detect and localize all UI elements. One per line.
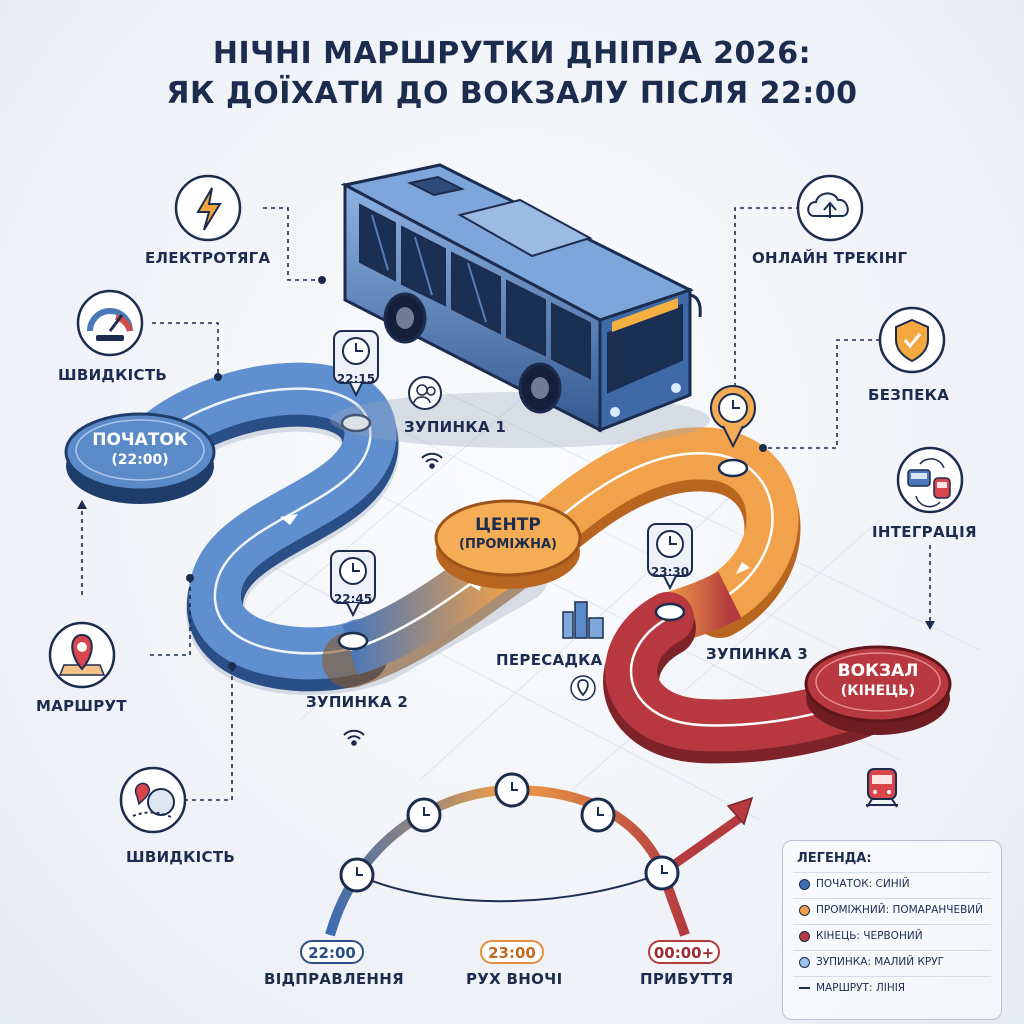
speedometer-icon [119, 766, 187, 834]
node-start-name: ПОЧАТОК [92, 430, 188, 450]
train-icon [866, 768, 898, 808]
timeline-arrival-label: ПРИБУТТЯ [640, 970, 734, 988]
feature-speed-bottom-label: ШВИДКІСТЬ [126, 848, 236, 866]
bus-illustration [330, 163, 710, 448]
users-icon [408, 376, 442, 410]
legend-swatch-line [799, 987, 810, 989]
legend-item-label: ПОЧАТОК: СИНІЙ [816, 878, 910, 890]
direction-arrow [736, 562, 750, 574]
direction-arrow [280, 514, 298, 525]
map-pin-icon [570, 675, 596, 701]
time-label-2: 22:45 [333, 592, 373, 606]
legend-item-label: ЗУПИНКА: МАЛИЙ КРУГ [816, 956, 945, 968]
node-start-sub: (22:00) [111, 452, 169, 468]
stop-2-label: ЗУПИНКА 2 [306, 693, 409, 711]
clock-pin-icon [647, 523, 693, 591]
node-end-name: ВОКЗАЛ [837, 661, 919, 681]
feature-integration-label: ІНТЕГРАЦІЯ [872, 523, 977, 541]
legend-item-start: ПОЧАТОК: СИНІЙ [793, 872, 991, 895]
speedometer-icon [76, 289, 144, 357]
node-end-disc [804, 645, 952, 735]
stop-marker-3 [717, 458, 749, 478]
wifi-icon [343, 729, 365, 746]
clock-pin-icon [710, 385, 756, 449]
legend-swatch-light-blue [799, 956, 810, 968]
timeline-departure-time: 22:00 [300, 940, 364, 964]
stop-3-label: ЗУПИНКА 3 [706, 645, 809, 663]
timeline [325, 772, 754, 937]
legend-swatch-red [799, 930, 810, 942]
node-start-label: ПОЧАТОК (22:00) [76, 430, 204, 470]
transfer-label: ПЕРЕСАДКА [496, 651, 603, 669]
timeline-arrival-time: 00:00+ [648, 940, 720, 964]
clock-icon [494, 772, 530, 808]
legend-item-end: КІНЕЦЬ: ЧЕРВОНИЙ [793, 924, 991, 947]
node-center-disc [434, 499, 582, 589]
clock-icon [580, 797, 616, 833]
clock-icon [644, 855, 680, 891]
legend: ЛЕГЕНДА: ПОЧАТОК: СИНІЙ ПРОМІЖНИЙ: ПОМАР… [782, 840, 1002, 1020]
clock-icon [406, 797, 442, 833]
legend-swatch-orange [799, 904, 810, 916]
legend-title: ЛЕГЕНДА: [797, 851, 872, 866]
title-line-2: ЯК ДОЇХАТИ ДО ВОКЗАЛУ ПІСЛЯ 22:00 [166, 76, 858, 111]
feature-route-label: МАРШРУТ [36, 697, 127, 715]
time-label-3: 23:30 [650, 565, 690, 579]
legend-swatch-blue [799, 878, 810, 890]
node-end-sub: (КІНЕЦЬ) [840, 683, 916, 699]
legend-item-stop: ЗУПИНКА: МАЛИЙ КРУГ [793, 950, 991, 973]
timeline-departure-label: ВІДПРАВЛЕННЯ [264, 970, 404, 988]
stop-1-label: ЗУПИНКА 1 [404, 418, 507, 436]
city-buildings-icon [562, 601, 604, 639]
stop-marker-4 [654, 602, 686, 622]
connector-endpoints [77, 276, 935, 670]
time-label-1: 22:15 [336, 372, 376, 386]
cloud-upload-icon [796, 174, 864, 242]
legend-item-label: МАРШРУТ: ЛІНІЯ [816, 982, 906, 994]
title-line-1: НІЧНІ МАРШРУТКИ ДНІПРА 2026: [212, 36, 812, 71]
legend-item-label: ПРОМІЖНИЙ: ПОМАРАНЧЕВИЙ [816, 904, 983, 916]
map-pin-icon [48, 621, 116, 689]
node-end-label: ВОКЗАЛ (КІНЕЦЬ) [814, 661, 942, 701]
bus-train-icon [896, 446, 964, 514]
page-title: НІЧНІ МАРШРУТКИ ДНІПРА 2026: ЯК ДОЇХАТИ … [0, 34, 1024, 114]
clock-pin-icon [330, 550, 376, 618]
node-center-sub: (ПРОМІЖНА) [459, 537, 557, 552]
connectors [81, 207, 931, 801]
legend-item-route: МАРШРУТ: ЛІНІЯ [793, 976, 991, 999]
timeline-night-time: 23:00 [480, 940, 544, 964]
node-start-disc [64, 412, 216, 504]
legend-item-label: КІНЕЦЬ: ЧЕРВОНИЙ [816, 930, 923, 942]
clock-pin-icon [333, 330, 379, 398]
clock-icon [339, 857, 375, 893]
node-center-name: ЦЕНТР [475, 515, 541, 535]
legend-item-intermediate: ПРОМІЖНИЙ: ПОМАРАНЧЕВИЙ [793, 898, 991, 921]
node-center-label: ЦЕНТР (ПРОМІЖНА) [444, 515, 572, 555]
stop-marker-2 [337, 631, 369, 651]
shield-check-icon [878, 306, 946, 374]
stop-marker-1 [340, 413, 372, 433]
feature-tracking-label: ОНЛАЙН ТРЕКІНГ [752, 249, 908, 267]
feature-electric-label: ЕЛЕКТРОТЯГА [145, 249, 271, 267]
lightning-icon [174, 174, 242, 242]
wifi-icon [421, 452, 443, 469]
feature-speed-top-label: ШВИДКІСТЬ [58, 366, 168, 384]
timeline-night-label: РУХ ВНОЧІ [466, 970, 563, 988]
feature-safety-label: БЕЗПЕКА [868, 386, 950, 404]
